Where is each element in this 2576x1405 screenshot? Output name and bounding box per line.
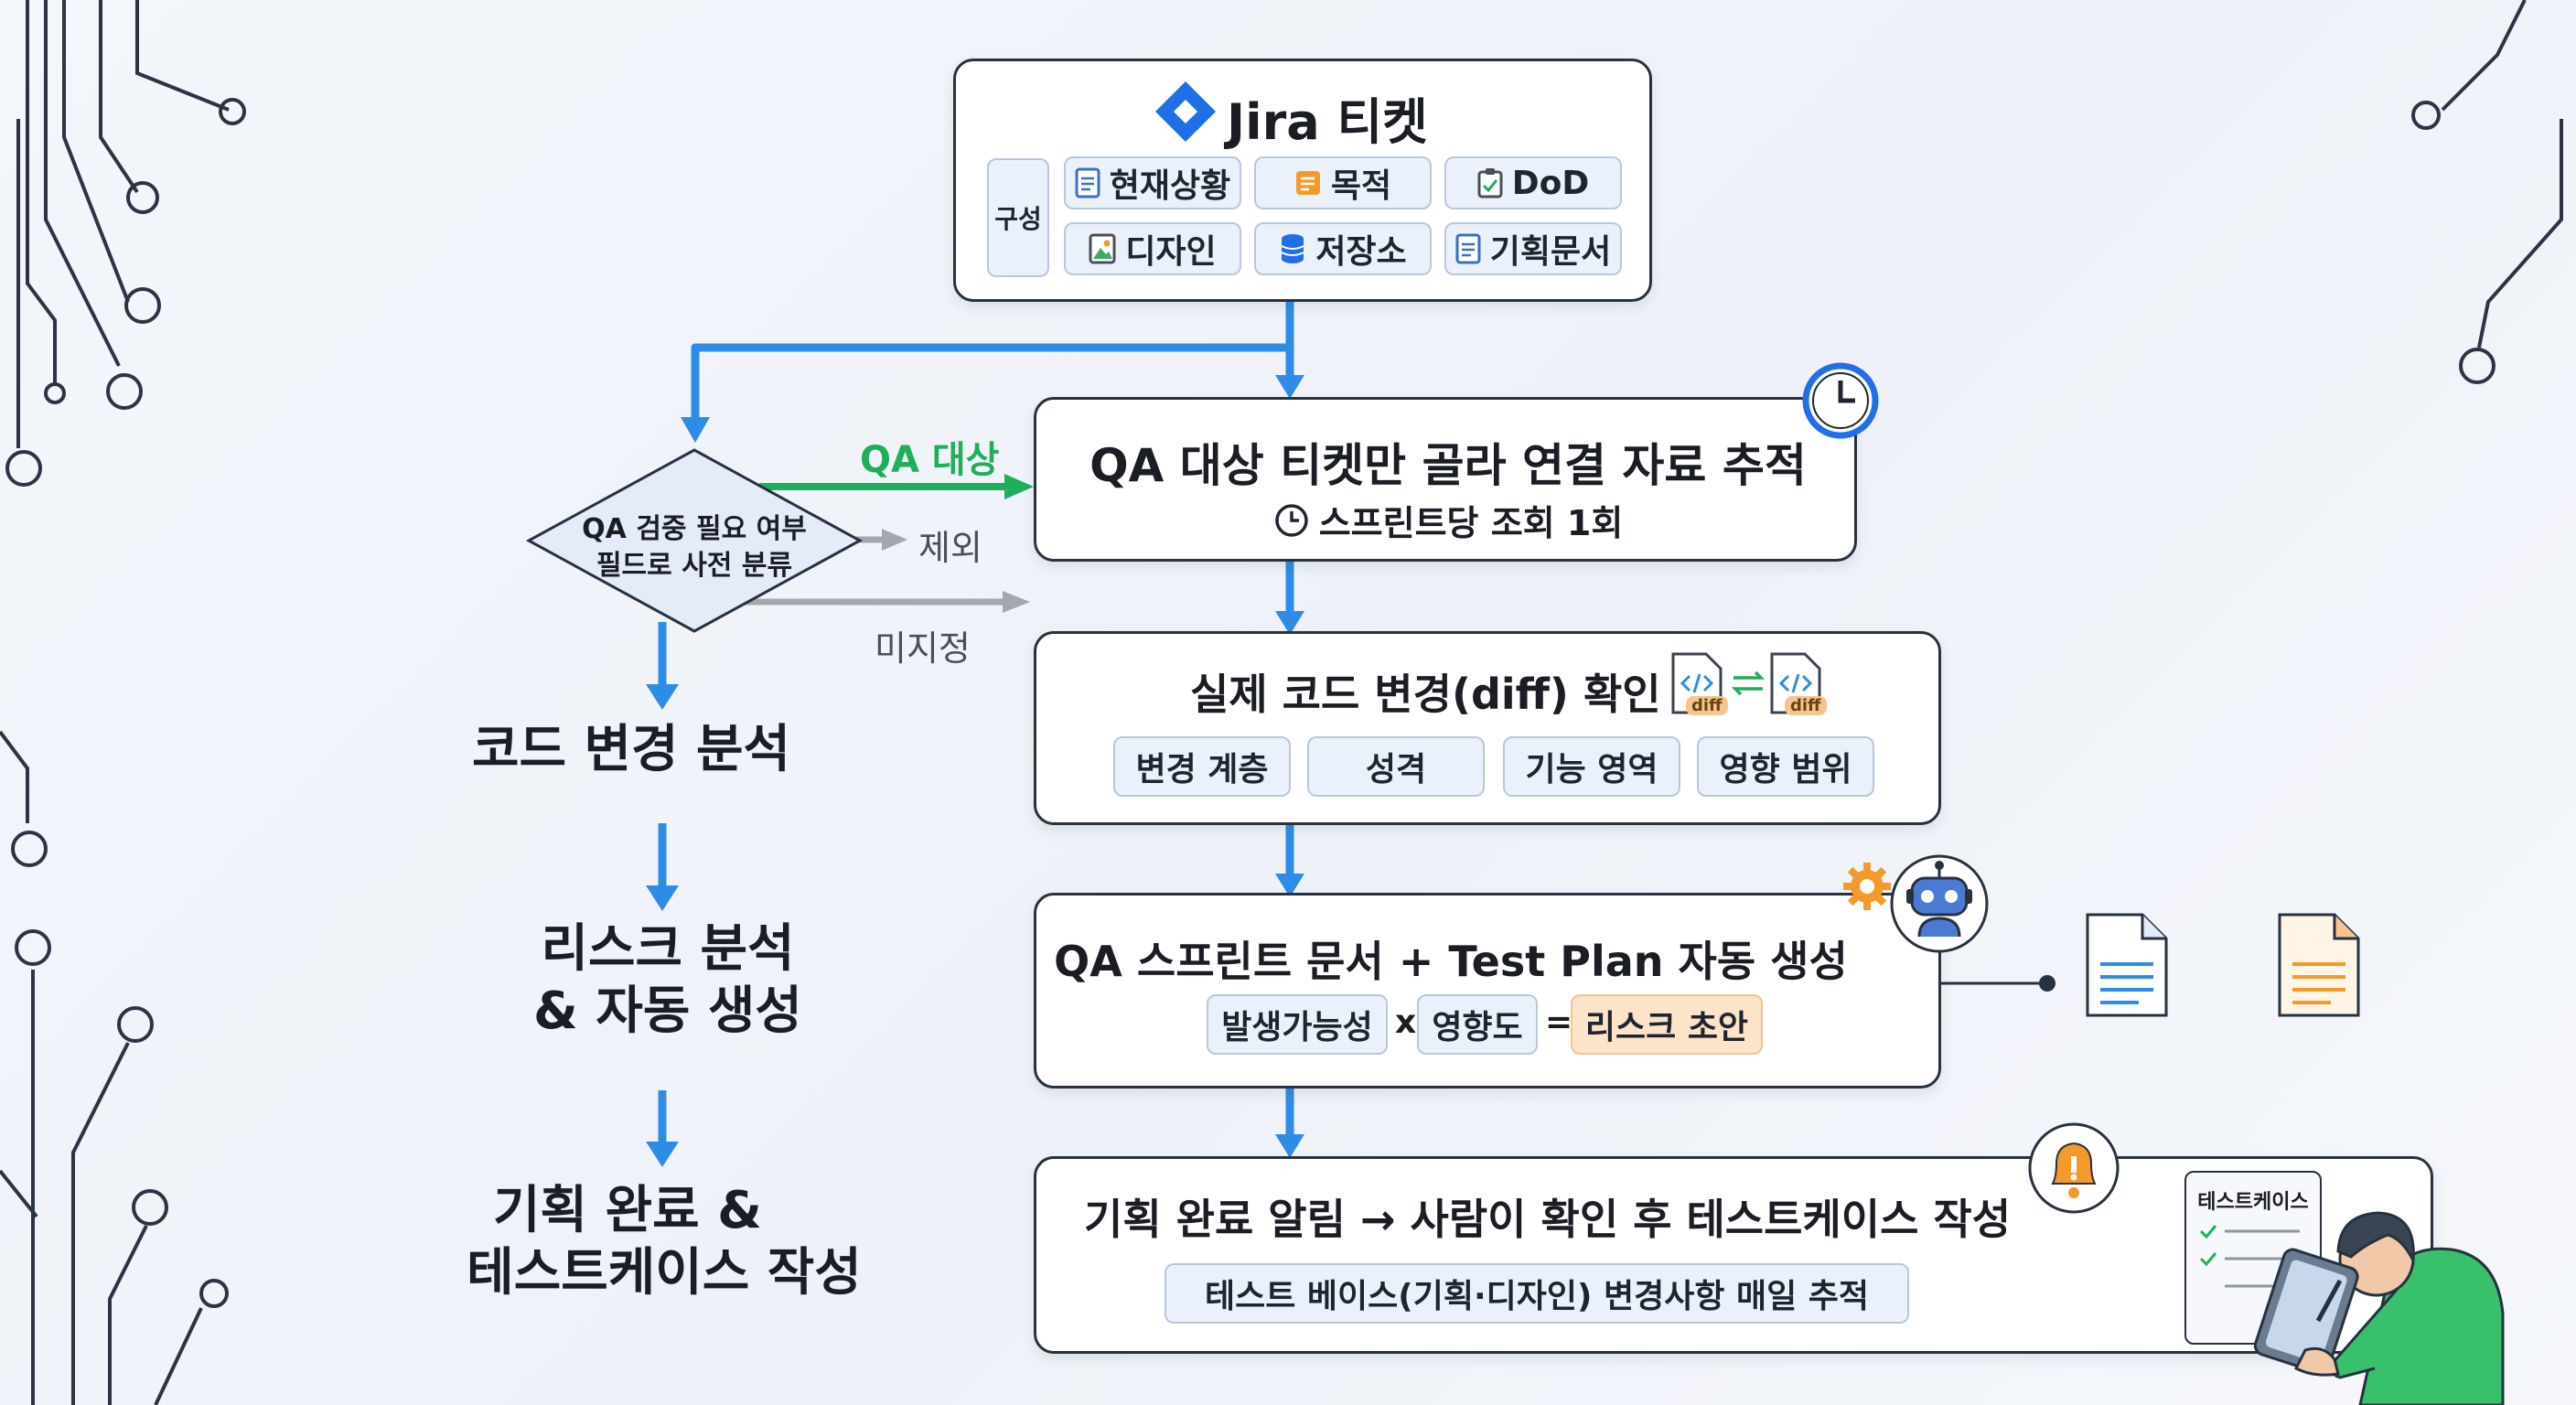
person-illustration <box>2253 1211 2505 1405</box>
document-icon <box>1455 233 1481 264</box>
jira-field-label: 디자인 <box>1125 233 1217 271</box>
multiply-operator: x <box>1395 1003 1417 1041</box>
testcase-card-label: 테스트케이스 <box>2197 1191 2309 1214</box>
note-icon <box>1295 171 1320 195</box>
step-risk-line2: & 자동 생성 <box>533 981 802 1041</box>
jira-field-repository: 저장소 <box>1254 222 1432 275</box>
jira-title: Jira 티켓 <box>1227 93 1428 151</box>
branch-label-unset: 미지정 <box>875 628 971 669</box>
jira-field-planning-doc: 기획문서 <box>1444 222 1622 275</box>
code-diff-box: 실제 코드 변경(diff) 확인 diff diff 변경 계층 성격 기능 … <box>1034 631 1941 825</box>
gear-icon <box>1843 863 1891 910</box>
jira-field-label: 기획문서 <box>1489 233 1612 271</box>
jira-group-label: 구성 <box>987 158 1049 277</box>
clock-icon <box>1274 503 1308 537</box>
decision-text-line2: 필드로 사전 분류 <box>596 550 793 582</box>
robot-icon <box>1890 854 1989 953</box>
test-plan-box: QA 스프린트 문서 + Test Plan 자동 생성 발생가능성 x 영향도… <box>1034 893 1941 1089</box>
notify-title: 기획 완료 알림 → 사람이 확인 후 테스트케이스 작성 <box>1084 1195 2012 1244</box>
diff-chip-nature: 성격 <box>1307 736 1485 797</box>
track-tickets-box: QA 대상 티켓만 골라 연결 자료 추적 스프린트당 조회 1회 <box>1034 397 1857 562</box>
jira-ticket-box: Jira 티켓 구성 현재상황 목적 DoD 디자인 저장소 기획문서 <box>953 59 1652 302</box>
diff-file-icon: diff <box>1768 650 1827 716</box>
step-plan-line2: 테스트케이스 작성 <box>467 1243 862 1303</box>
clock-icon <box>1802 362 1879 439</box>
track-title: QA 대상 티켓만 골라 연결 자료 추적 <box>1089 439 1807 492</box>
checklist-icon <box>1477 168 1503 198</box>
blue-document-icon <box>2086 913 2168 1017</box>
risk-factor-likelihood: 발생가능성 <box>1207 994 1388 1055</box>
document-icon <box>1075 167 1100 198</box>
branch-label-qa-target: QA 대상 <box>860 439 1000 481</box>
diff-file-icon: diff <box>1669 650 1728 716</box>
diff-chip-feature-area: 기능 영역 <box>1503 736 1680 797</box>
jira-logo-icon <box>1155 81 1216 142</box>
diff-badge: diff <box>1686 696 1728 715</box>
risk-factor-impact: 영향도 <box>1417 994 1538 1055</box>
jira-field-design: 디자인 <box>1064 222 1241 275</box>
jira-field-purpose: 목적 <box>1254 156 1432 209</box>
jira-field-label: DoD <box>1511 164 1590 202</box>
diff-chip-impact-scope: 영향 범위 <box>1697 736 1874 797</box>
swap-arrows-icon <box>1731 670 1766 696</box>
orange-document-icon <box>2278 913 2360 1017</box>
plan-title: QA 스프린트 문서 + Test Plan 자동 생성 <box>1054 937 1848 986</box>
database-icon <box>1281 234 1304 263</box>
notify-subtitle: 테스트 베이스(기획·디자인) 변경사항 매일 추적 <box>1165 1263 1909 1324</box>
track-subtitle: 스프린트당 조회 1회 <box>1318 503 1624 543</box>
diff-title: 실제 코드 변경(diff) 확인 <box>1190 670 1661 719</box>
diff-chip-layer: 변경 계층 <box>1113 736 1291 797</box>
image-icon <box>1089 233 1116 264</box>
jira-field-label: 목적 <box>1330 167 1392 205</box>
branch-label-excluded: 제외 <box>918 528 982 568</box>
decision-diamond <box>525 448 864 633</box>
track-subtitle-row: 스프린트당 조회 1회 <box>1036 495 1860 545</box>
risk-draft-result: 리스크 초안 <box>1571 994 1763 1055</box>
jira-field-label: 저장소 <box>1315 233 1407 271</box>
step-code-analysis: 코드 변경 분석 <box>471 720 791 779</box>
jira-field-dod: DoD <box>1444 156 1622 209</box>
decision-text-line1: QA 검중 필요 여부 <box>582 513 807 545</box>
step-plan-line1: 기획 완료 & <box>493 1181 762 1240</box>
bell-icon <box>2028 1122 2120 1214</box>
jira-field-label: 현재상황 <box>1109 167 1231 205</box>
jira-field-current: 현재상황 <box>1064 156 1241 209</box>
equals-operator: = <box>1545 1003 1573 1041</box>
diff-badge: diff <box>1785 696 1827 715</box>
step-risk-line1: 리스크 분석 <box>541 919 795 979</box>
